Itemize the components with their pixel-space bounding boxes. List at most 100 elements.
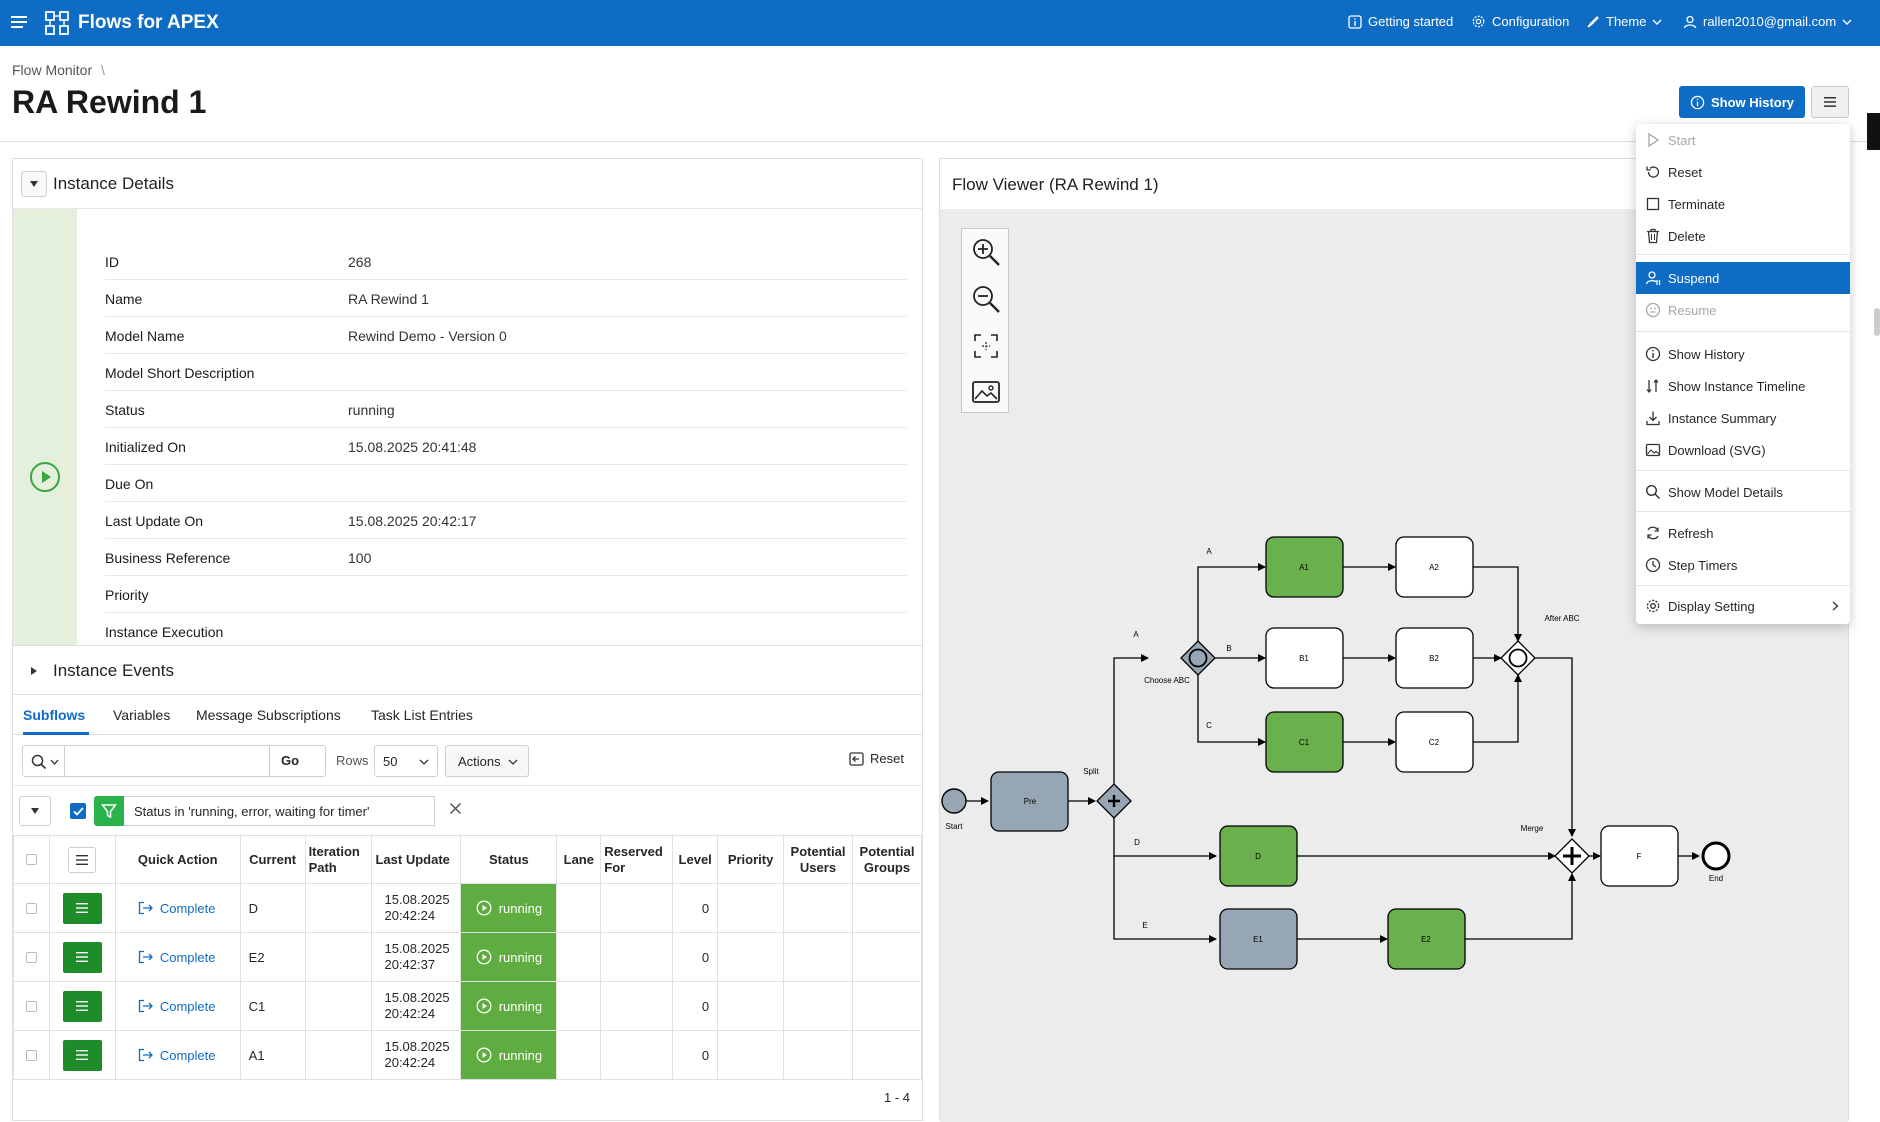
tab-variables[interactable]: Variables — [113, 707, 171, 723]
complete-link[interactable]: Complete — [124, 950, 232, 965]
configuration-link[interactable]: Configuration — [1471, 14, 1569, 29]
task-b2[interactable] — [1395, 627, 1474, 689]
gateway-choose-abc[interactable] — [1180, 640, 1216, 676]
zoom-in-icon[interactable] — [971, 237, 1001, 267]
task-d[interactable] — [1219, 825, 1298, 887]
lane-cell — [556, 1030, 602, 1080]
column-menu-button[interactable] — [68, 846, 97, 873]
task-c2[interactable] — [1395, 711, 1474, 773]
task-e1[interactable] — [1219, 908, 1298, 970]
end-event[interactable] — [1701, 841, 1731, 871]
filter-funnel-button[interactable] — [94, 796, 124, 826]
select-all-checkbox[interactable] — [25, 854, 37, 865]
task-e2[interactable] — [1387, 908, 1466, 970]
menu-item-reset[interactable]: Reset — [1636, 156, 1850, 188]
column-header-current[interactable]: Current — [239, 835, 306, 884]
row-checkbox[interactable] — [25, 902, 37, 914]
show-history-button[interactable]: Show History — [1679, 86, 1805, 118]
menu-item-delete[interactable]: Delete — [1636, 220, 1850, 252]
column-header-status[interactable]: Status — [460, 835, 558, 884]
hamburger-menu-icon[interactable] — [10, 13, 28, 31]
task-a1[interactable] — [1265, 536, 1344, 598]
gateway-split[interactable] — [1096, 783, 1132, 819]
menu-item-show-instance-timeline[interactable]: Show Instance Timeline — [1636, 370, 1850, 402]
start-event[interactable] — [941, 788, 967, 814]
theme-menu[interactable]: Theme — [1586, 14, 1662, 29]
column-header-priority[interactable]: Priority — [717, 835, 785, 884]
menu-item-download-svg[interactable]: Download (SVG) — [1636, 434, 1850, 466]
complete-link[interactable]: Complete — [124, 1048, 232, 1063]
task-a2[interactable] — [1395, 536, 1474, 598]
row-actions-button[interactable] — [62, 1039, 102, 1071]
menu-item-show-model-details[interactable]: Show Model Details — [1636, 476, 1850, 508]
breadcrumb-flow-monitor[interactable]: Flow Monitor — [12, 62, 93, 78]
filter-collapse-button[interactable] — [19, 796, 51, 826]
tab-subflows[interactable]: Subflows — [23, 707, 86, 723]
column-header-potential-users[interactable]: Potential Users — [783, 835, 853, 884]
column-header-level[interactable]: Level — [672, 835, 719, 884]
column-header-lane[interactable]: Lane — [556, 835, 602, 884]
menu-item-show-history[interactable]: Show History — [1636, 338, 1850, 370]
row-actions-button[interactable] — [62, 990, 102, 1022]
user-menu[interactable]: rallen2010@gmail.com — [1683, 14, 1852, 29]
fit-to-screen-icon[interactable] — [971, 331, 1001, 361]
menu-item-resume[interactable]: Resume — [1636, 294, 1850, 326]
menu-item-suspend[interactable]: Suspend — [1636, 262, 1850, 294]
status-strip — [13, 209, 77, 645]
column-header-iteration-path[interactable]: Iteration Path — [304, 835, 373, 884]
menu-item-start[interactable]: Start — [1636, 124, 1850, 156]
getting-started-link[interactable]: Getting started — [1348, 14, 1453, 29]
page-scrollbar-thumb[interactable] — [1867, 113, 1880, 150]
column-header-last-update[interactable]: Last Update — [371, 835, 462, 884]
row-menu-header[interactable] — [48, 835, 116, 884]
task-c1[interactable] — [1265, 711, 1344, 773]
tab-message-subscriptions[interactable]: Message Subscriptions — [196, 707, 341, 723]
column-header-reserved-for[interactable]: Reserved For — [600, 835, 674, 884]
go-button[interactable]: Go — [281, 753, 300, 768]
instance-events-expand-button[interactable] — [21, 658, 47, 684]
search-input[interactable] — [67, 749, 267, 773]
app-title[interactable]: Flows for APEX — [78, 12, 219, 33]
actions-menu-button[interactable] — [1811, 86, 1849, 118]
search-icon — [1645, 484, 1661, 500]
row-checkbox[interactable] — [25, 1000, 37, 1012]
row-checkbox[interactable] — [25, 951, 37, 963]
menu-item-display-setting[interactable]: Display Setting — [1636, 590, 1850, 622]
remove-filter-icon[interactable] — [449, 802, 462, 815]
instance-details-collapse-button[interactable] — [21, 171, 47, 197]
complete-link[interactable]: Complete — [124, 901, 232, 916]
select-all-header[interactable] — [13, 835, 50, 884]
zoom-out-icon[interactable] — [971, 284, 1001, 314]
chevron-down-icon[interactable] — [50, 758, 59, 766]
task-b1[interactable] — [1265, 627, 1344, 689]
row-select-cell[interactable] — [13, 981, 50, 1031]
menu-item-label: Display Setting — [1668, 599, 1755, 614]
column-header-quick-action[interactable]: Quick Action — [114, 835, 241, 884]
report-reset-button[interactable]: Reset — [849, 751, 904, 766]
task-pre[interactable] — [990, 771, 1069, 832]
menu-item-instance-summary[interactable]: Instance Summary — [1636, 402, 1850, 434]
row-actions-button[interactable] — [62, 941, 102, 973]
rows-select[interactable]: 50 — [374, 745, 438, 777]
tab-task-list-entries[interactable]: Task List Entries — [371, 707, 473, 723]
column-header-potential-groups[interactable]: Potential Groups — [851, 835, 923, 884]
row-select-cell[interactable] — [13, 932, 50, 982]
row-select-cell[interactable] — [13, 883, 50, 933]
filter-enabled-checkbox[interactable] — [70, 803, 86, 819]
menu-item-terminate[interactable]: Terminate — [1636, 188, 1850, 220]
app-logo-icon[interactable] — [44, 10, 70, 36]
actions-button[interactable]: Actions — [445, 745, 529, 777]
task-f[interactable] — [1600, 825, 1679, 887]
row-actions-button[interactable] — [62, 892, 102, 924]
gateway-merge[interactable] — [1554, 838, 1590, 874]
search-icon[interactable] — [31, 754, 47, 770]
filter-text[interactable]: Status in 'running, error, waiting for t… — [124, 796, 435, 826]
menu-item-step-timers[interactable]: Step Timers — [1636, 549, 1850, 581]
gateway-after-abc[interactable] — [1500, 640, 1536, 676]
row-checkbox[interactable] — [25, 1049, 37, 1061]
row-select-cell[interactable] — [13, 1030, 50, 1080]
complete-link[interactable]: Complete — [124, 999, 232, 1014]
menu-item-refresh[interactable]: Refresh — [1636, 517, 1850, 549]
image-export-icon[interactable] — [971, 377, 1001, 407]
